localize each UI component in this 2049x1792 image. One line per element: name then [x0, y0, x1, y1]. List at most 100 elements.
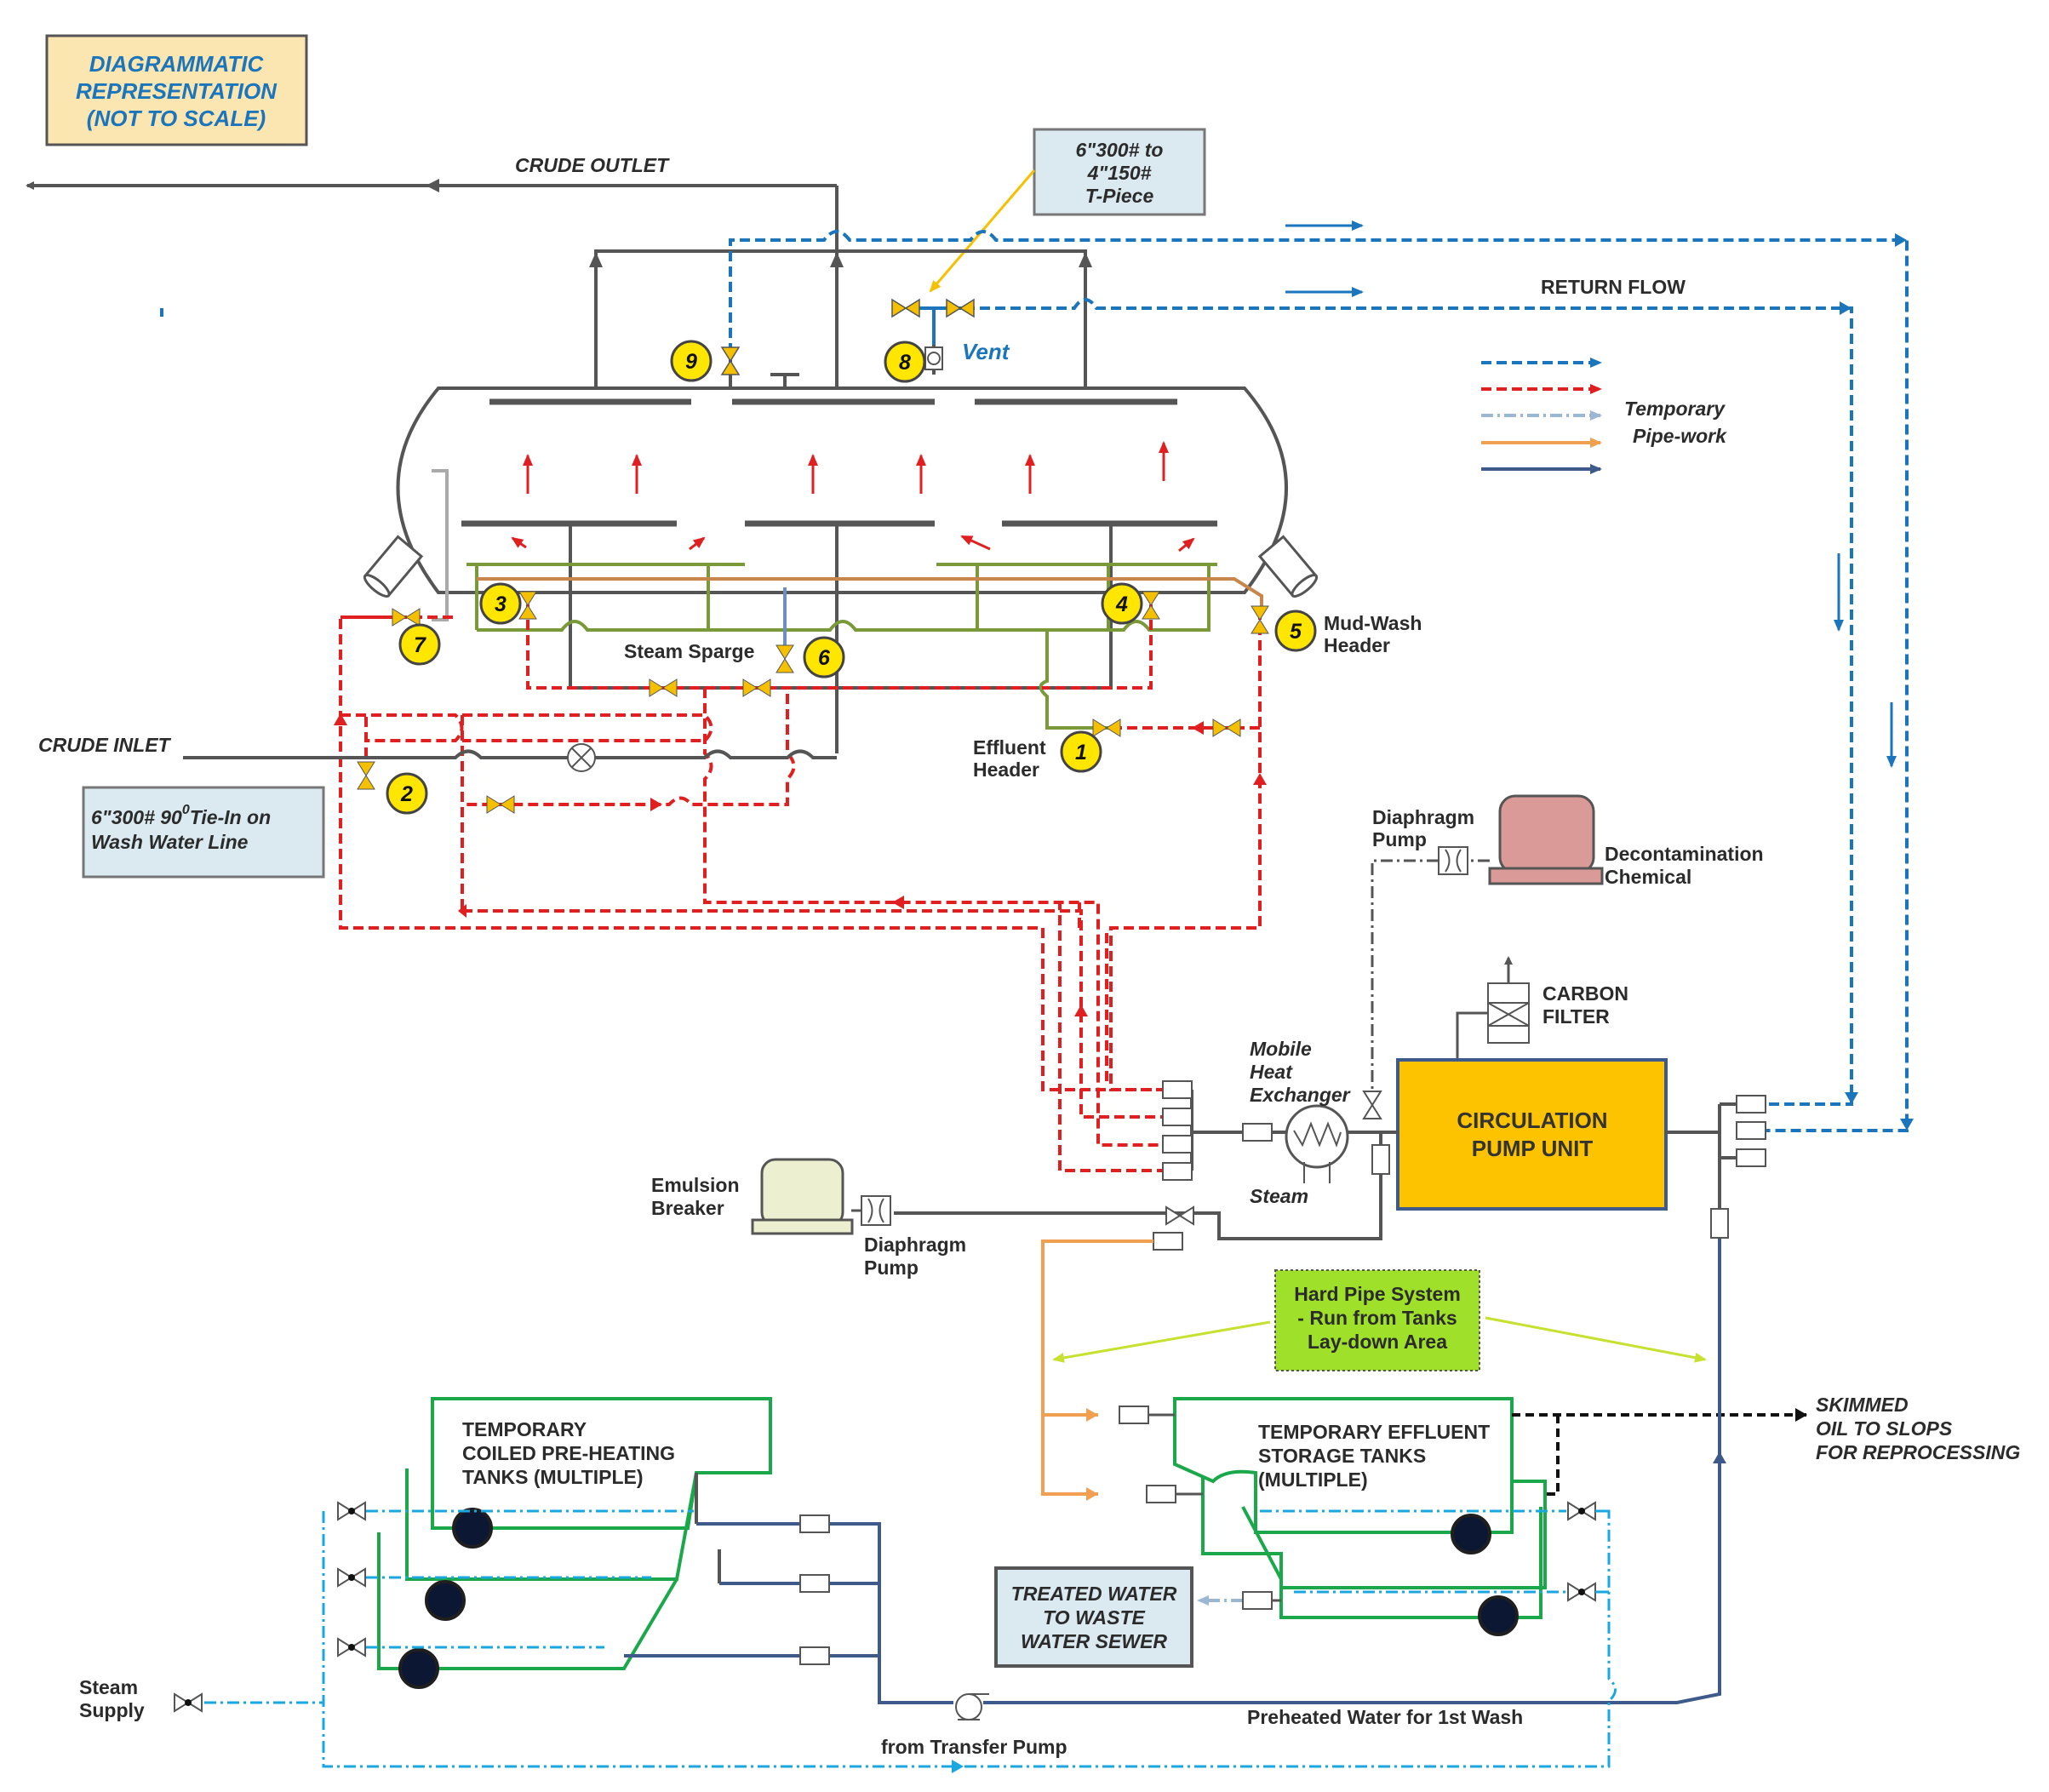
valve-1b[interactable] [1212, 719, 1241, 737]
valve-9[interactable] [720, 346, 741, 375]
mud-wash-label-2: Header [1324, 634, 1390, 656]
effluent-label-3: (MULTIPLE) [1258, 1469, 1368, 1491]
preheated-water-lines [624, 1239, 1721, 1704]
valve-3[interactable] [518, 591, 537, 620]
valve-2[interactable] [357, 761, 375, 790]
svg-text:3: 3 [495, 593, 507, 616]
preheat-label-3: TANKS (MULTIPLE) [462, 1466, 644, 1488]
badge-8: 8 [884, 341, 926, 383]
treated-water-valve[interactable] [1242, 1591, 1273, 1610]
steam-supply-label-1: Steam [79, 1676, 138, 1698]
return-flow-lines [729, 230, 1909, 1132]
valve-7[interactable] [392, 608, 421, 627]
effluent-inlet-valves[interactable] [1119, 1406, 1176, 1503]
valve-9-assembly [720, 346, 741, 387]
diaphragm-pump-top-label-2: Pump [1372, 828, 1427, 850]
vent-label: Vent [962, 339, 1010, 364]
emulsion-valve[interactable] [1165, 1205, 1194, 1226]
steam-valves[interactable] [174, 1501, 1596, 1713]
svg-text:6: 6 [818, 646, 831, 670]
effluent-header-label-1: Effluent [973, 736, 1046, 759]
steam-hx-label: Steam [1250, 1185, 1308, 1207]
hx-isolation-valve[interactable] [1242, 1123, 1273, 1142]
tpiece-line3: T-Piece [1085, 185, 1154, 207]
vent-valve-left[interactable] [891, 298, 920, 318]
diag-note-line1: DIAGRAMMATIC [89, 51, 265, 77]
steam-sparge-label: Steam Sparge [624, 640, 754, 662]
valve-red-a[interactable] [649, 678, 678, 697]
hx-inlet-valves[interactable] [1162, 1080, 1193, 1181]
mud-wash-label-1: Mud-Wash [1324, 612, 1422, 634]
orange-valve[interactable] [1153, 1232, 1183, 1251]
tpiece-note-box: 6"300# to 4"150# T-Piece [1033, 128, 1206, 216]
badge-7: 7 [398, 623, 441, 666]
separator-vessel [363, 386, 1319, 621]
treated-label-2: TO WASTE [1043, 1606, 1145, 1629]
steam-supply-lines [204, 1509, 1617, 1768]
tiein-line2: Wash Water Line [91, 831, 249, 853]
transfer-pump[interactable] [955, 1693, 989, 1720]
tiein-line1b: Tie-In on [190, 806, 271, 828]
svg-text:5: 5 [1290, 620, 1302, 644]
vent-check-valve[interactable] [924, 346, 943, 370]
crude-outlet-line: CRUDE OUTLET [26, 154, 838, 409]
manhole-left [363, 535, 424, 598]
diaphragm-pump-bottom-label-1: Diaphragm [864, 1234, 966, 1256]
numbered-valves [357, 591, 1269, 814]
badge-3: 3 [479, 582, 522, 625]
valve-4[interactable] [1142, 591, 1160, 620]
preheating-tanks [377, 1397, 772, 1689]
crude-inlet-line: CRUDE INLET [38, 734, 837, 772]
vent-valve-right[interactable] [946, 298, 975, 318]
valve-red-c[interactable] [486, 795, 515, 814]
diaphragm-pump-top[interactable] [1438, 846, 1468, 875]
manifold-valves [1153, 1080, 1766, 1251]
carbon-filter-label-1: CARBON [1542, 982, 1628, 1005]
skimmed-label-2: OIL TO SLOPS [1816, 1417, 1953, 1440]
svg-text:1: 1 [1075, 741, 1087, 764]
red-temporary-lines [339, 604, 1262, 1172]
crude-outlet-label: CRUDE OUTLET [515, 154, 670, 176]
hard-pipe-label-1: Hard Pipe System [1294, 1283, 1461, 1305]
valve-1[interactable] [1092, 719, 1121, 737]
skimmed-label-3: FOR REPROCESSING [1816, 1441, 2020, 1463]
vent-assembly: Vent [891, 298, 1010, 375]
emulsion-label-2: Breaker [651, 1197, 724, 1219]
circ-label-1: CIRCULATION [1457, 1108, 1607, 1133]
treated-water-box: TREATED WATER TO WASTE WATER SEWER [994, 1566, 1193, 1668]
preheat-label-2: COILED PRE-HEATING [462, 1442, 675, 1464]
diaphragm-pump-bottom[interactable] [861, 1195, 891, 1226]
valve-red-b[interactable] [742, 678, 771, 697]
skimmed-oil-line [1512, 1413, 1807, 1496]
crude-inlet-label: CRUDE INLET [38, 734, 172, 756]
decon-dashdot-line [1371, 859, 1490, 1102]
decon-injection-valve[interactable] [1362, 1091, 1382, 1119]
return-valves[interactable] [1710, 1095, 1766, 1239]
diaphragm-pump-top-label-1: Diaphragm [1372, 806, 1474, 828]
decon-chemical-tank: Decontamination Chemical [1488, 794, 1764, 888]
valve-6[interactable] [776, 644, 794, 673]
crude-inlet-valve[interactable] [567, 743, 596, 772]
preheat-label-1: TEMPORARY [462, 1418, 587, 1440]
preheated-water-label: Preheated Water for 1st Wash [1247, 1706, 1523, 1728]
carbon-filter-label-2: FILTER [1542, 1005, 1610, 1028]
diagrammatic-note-box: DIAGRAMMATIC REPRESENTATION (NOT TO SCAL… [45, 34, 308, 146]
pump-suction-valve[interactable] [1371, 1144, 1390, 1175]
treated-label-3: WATER SEWER [1021, 1630, 1167, 1652]
mobile-hx-label-1: Mobile [1250, 1038, 1312, 1060]
valve-5[interactable] [1251, 605, 1269, 634]
effluent-header-label-2: Header [973, 759, 1039, 781]
hard-pipe-label-3: Lay-down Area [1308, 1331, 1447, 1353]
mobile-heat-exchanger: Mobile Heat Exchanger Steam [1250, 1038, 1351, 1207]
legend: Temporary Pipe-work [1481, 358, 1727, 474]
return-flow-arrowheads [1840, 233, 1914, 1131]
legend-label-1: Temporary [1624, 398, 1726, 420]
svg-text:7: 7 [414, 633, 426, 657]
svg-text:8: 8 [899, 351, 911, 375]
return-flow-direction-arrows [1285, 220, 1897, 768]
badge-2: 2 [386, 772, 428, 815]
treated-label-1: TREATED WATER [1011, 1583, 1177, 1605]
badge-4: 4 [1101, 582, 1143, 625]
preheat-outlet-valves[interactable] [799, 1514, 830, 1665]
